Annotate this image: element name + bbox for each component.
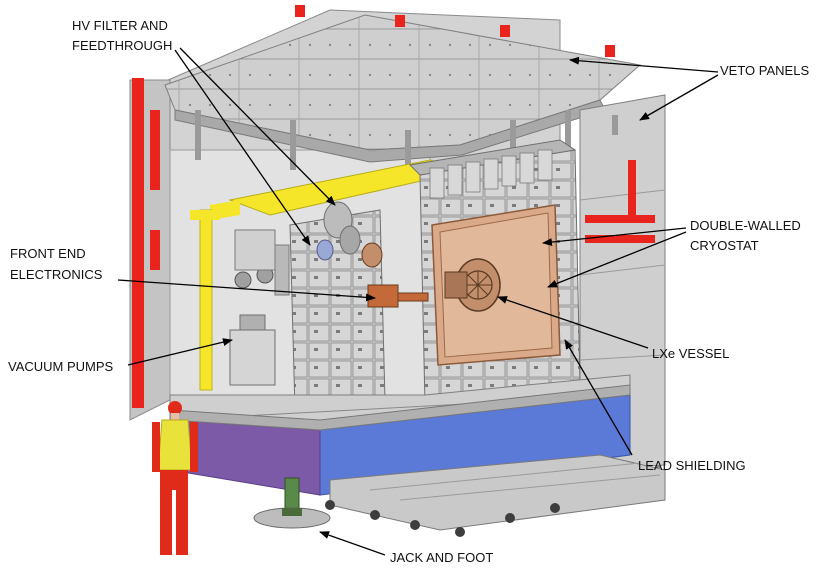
arrow-hv-2 (174, 49, 311, 246)
callout-arrows (117, 47, 719, 556)
front-lead-wall (289, 209, 386, 411)
vacuum-pumps (229, 229, 290, 386)
label-lxe-vessel: LXe VESSEL (652, 346, 729, 361)
arrow-jack (319, 531, 386, 556)
arrow-cryostat-2 (547, 231, 687, 288)
label-hv-filter-1: HV FILTER AND (72, 18, 168, 33)
arrow-lead (564, 339, 633, 456)
jack-and-foot (253, 477, 331, 529)
arrow-front-end (117, 279, 376, 302)
human-scale-figure (152, 401, 198, 555)
arrow-lxe (497, 296, 649, 349)
callout-labels: HV FILTER AND FEEDTHROUGH FRONT END ELEC… (8, 18, 809, 565)
yellow-pillar (199, 209, 213, 391)
label-jack-and-foot: JACK AND FOOT (390, 550, 493, 565)
label-veto-panels: VETO PANELS (720, 63, 809, 78)
label-cryostat-2: CRYOSTAT (690, 238, 759, 253)
arrow-veto-1 (569, 56, 719, 73)
label-cryostat-1: DOUBLE-WALLED (690, 218, 801, 233)
arrow-hv-1 (179, 47, 336, 206)
arrow-vacuum (127, 338, 233, 366)
label-hv-filter-2: FEEDTHROUGH (72, 38, 172, 53)
hv-feedthrough (316, 201, 383, 268)
arrow-cryostat-1 (542, 227, 687, 247)
label-vacuum-pumps: VACUUM PUMPS (8, 359, 114, 374)
label-lead-shielding: LEAD SHIELDING (638, 458, 746, 473)
label-front-end-2: ELECTRONICS (10, 267, 103, 282)
left-red-frame (132, 78, 144, 408)
label-front-end-1: FRONT END (10, 246, 86, 261)
front-end-electronics (367, 284, 429, 308)
detector-structure (129, 5, 666, 555)
arrow-veto-2 (639, 74, 719, 121)
right-veto-wall (579, 94, 666, 471)
